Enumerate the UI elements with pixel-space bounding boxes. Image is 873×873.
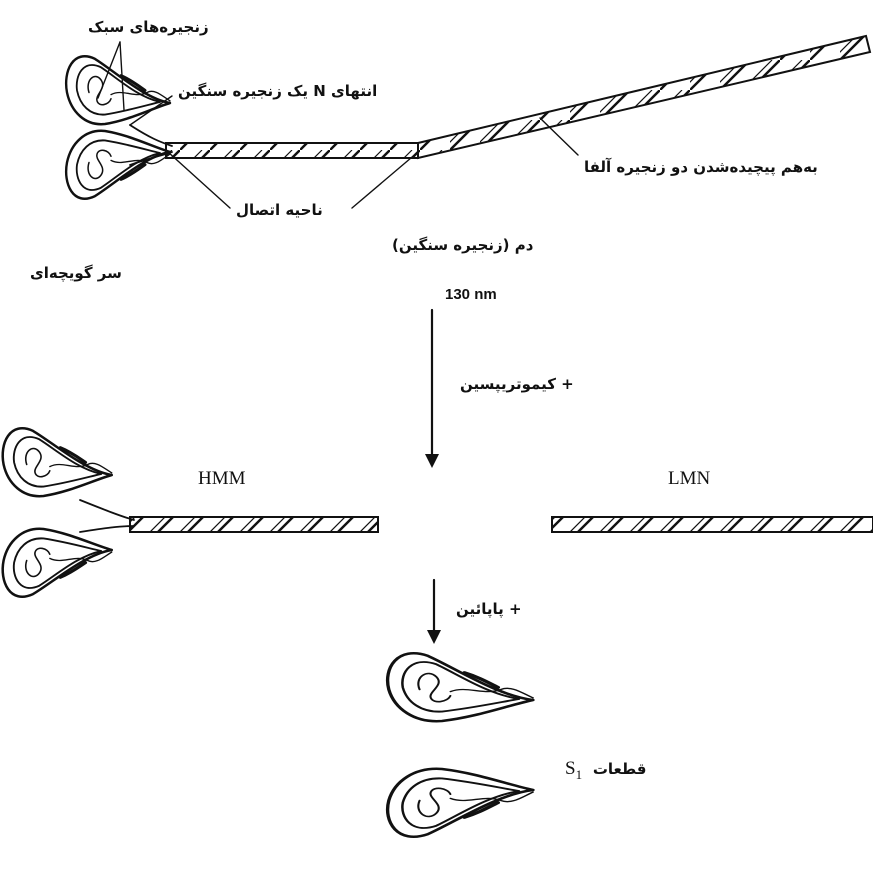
label-length: 130 nm (445, 286, 497, 303)
label-papain: + پاپائین (456, 600, 522, 618)
label-light-chains: زنجیره‌های سبک (88, 18, 209, 36)
s1-head-upper (388, 653, 533, 721)
label-tail: دم (زنجیره سنگین) (392, 236, 533, 254)
label-alpha-coil: به‌هم پیچیده‌شدن دو زنجیره آلفا (584, 158, 818, 176)
label-globular-head: سر گویچه‌ای (30, 264, 122, 282)
rod-segment-straight (166, 143, 418, 158)
arrow-papain (427, 580, 441, 644)
globular-head-upper (66, 56, 170, 124)
intact-myosin (66, 36, 870, 208)
hmm-head-upper (3, 428, 112, 496)
s1-symbol: S (565, 758, 576, 779)
label-hmm: HMM (198, 468, 246, 490)
label-chymotrypsin: + کیموتریپسین (460, 375, 574, 393)
pointer-hinge-b (352, 152, 418, 208)
lmn-rod (552, 517, 873, 532)
s1-word: قطعات (593, 760, 647, 778)
s1-head-lower (388, 769, 533, 837)
pointer-n-terminus (130, 96, 172, 125)
s1-fragments (388, 653, 533, 836)
globular-head-lower (66, 131, 170, 199)
label-lmn: LMN (668, 468, 710, 490)
label-s1: S1 قطعات (565, 758, 646, 783)
s1-subscript: 1 (576, 767, 583, 782)
lmn-fragment (552, 517, 873, 532)
rod-segment-tail (418, 36, 870, 158)
hmm-head-lower (3, 529, 112, 597)
label-n-terminus: انتهای N یک زنجیره سنگین (178, 82, 377, 100)
pointer-light-chains-a (98, 42, 120, 98)
label-hinge: ناحیه اتصال (236, 201, 323, 219)
hmm-fragment (3, 428, 378, 596)
arrow-chymotrypsin (425, 310, 439, 468)
hmm-rod (130, 517, 378, 532)
pointer-hinge-a (168, 152, 230, 208)
